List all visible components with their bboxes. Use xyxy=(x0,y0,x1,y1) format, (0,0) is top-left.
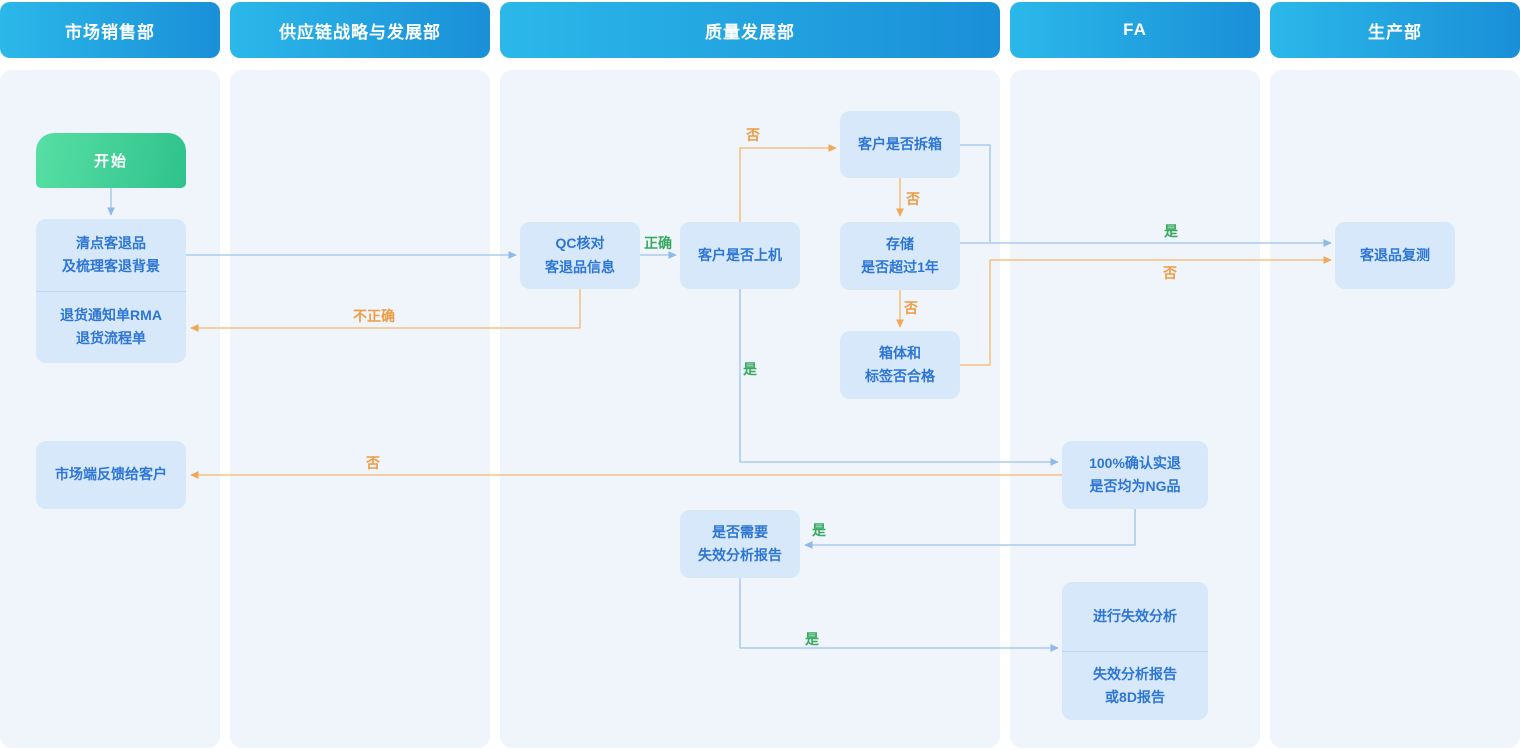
node-rma-docs: 退货通知单RMA 退货流程单 xyxy=(36,292,186,364)
node-label: 客户是否上机 xyxy=(698,246,782,263)
lane-body-production xyxy=(1270,70,1520,748)
node-label: 是否需要 失效分析报告 xyxy=(698,523,782,563)
node-divider xyxy=(1062,650,1208,652)
edge-label-yes-retest: 是 xyxy=(1164,223,1178,239)
node-market-feedback: 市场端反馈给客户 xyxy=(36,441,186,509)
edge-label-no-storage: 否 xyxy=(906,191,920,207)
edge-label-no-feedback: 否 xyxy=(366,455,380,471)
node-qc-check: QC核对 客退品信息 xyxy=(520,222,640,289)
lane-header-marketing: 市场销售部 xyxy=(0,2,220,58)
edge-label-correct: 正确 xyxy=(644,235,672,251)
node-label: 退货通知单RMA 退货流程单 xyxy=(60,307,162,347)
lane-title: 生产部 xyxy=(1368,22,1422,42)
edge-label-incorrect: 不正确 xyxy=(353,308,395,324)
lane-title: 市场销售部 xyxy=(65,22,155,42)
node-confirm-ng: 100%确认实退 是否均为NG品 xyxy=(1062,441,1208,509)
node-label: 箱体和 标签否合格 xyxy=(865,344,935,384)
lane-header-quality: 质量发展部 xyxy=(500,2,1000,58)
node-label: 100%确认实退 是否均为NG品 xyxy=(1089,454,1181,494)
lane-title: 质量发展部 xyxy=(705,22,795,42)
edge-label-yes-needfa: 是 xyxy=(812,522,826,538)
node-label: 清点客退品 及梳理客退背景 xyxy=(62,234,160,274)
lane-header-production: 生产部 xyxy=(1270,2,1520,58)
edge-label-yes-used: 是 xyxy=(743,361,757,377)
node-label: 客退品复测 xyxy=(1360,246,1430,263)
node-storage-over-1yr: 存储 是否超过1年 xyxy=(840,222,960,290)
lane-body-supply-chain xyxy=(230,70,490,748)
node-customer-unboxed: 客户是否拆箱 xyxy=(840,111,960,178)
node-label: 失效分析报告 或8D报告 xyxy=(1093,665,1177,705)
edge-label-yes-dofa: 是 xyxy=(805,631,819,647)
lane-title: 供应链战略与发展部 xyxy=(279,22,441,42)
node-label: 开始 xyxy=(93,153,128,170)
node-label: QC核对 客退品信息 xyxy=(545,235,615,275)
node-fa-group: 进行失效分析 失效分析报告 或8D报告 xyxy=(1062,582,1208,720)
edge-label-no-boxlabel: 否 xyxy=(904,300,918,316)
lane-header-fa: FA xyxy=(1010,2,1260,58)
edge-label-no-unboxed: 否 xyxy=(746,127,760,143)
lane-title: FA xyxy=(1123,20,1147,39)
node-label: 市场端反馈给客户 xyxy=(55,466,167,483)
edge-label-no-retest: 否 xyxy=(1163,265,1177,281)
node-need-fa-report: 是否需要 失效分析报告 xyxy=(680,510,800,578)
node-do-fa: 进行失效分析 xyxy=(1062,582,1208,651)
node-divider xyxy=(36,290,186,292)
node-count-returns-group: 清点客退品 及梳理客退背景 退货通知单RMA 退货流程单 xyxy=(36,219,186,363)
node-label: 进行失效分析 xyxy=(1093,607,1177,624)
node-count-returns: 清点客退品 及梳理客退背景 xyxy=(36,219,186,291)
node-customer-used: 客户是否上机 xyxy=(680,222,800,289)
node-fa-report: 失效分析报告 或8D报告 xyxy=(1062,652,1208,721)
node-start: 开始 xyxy=(36,133,186,188)
node-box-label-ok: 箱体和 标签否合格 xyxy=(840,331,960,399)
node-retest: 客退品复测 xyxy=(1335,222,1455,289)
node-label: 客户是否拆箱 xyxy=(858,135,942,152)
lane-header-supply-chain: 供应链战略与发展部 xyxy=(230,2,490,58)
node-label: 存储 是否超过1年 xyxy=(861,235,939,275)
